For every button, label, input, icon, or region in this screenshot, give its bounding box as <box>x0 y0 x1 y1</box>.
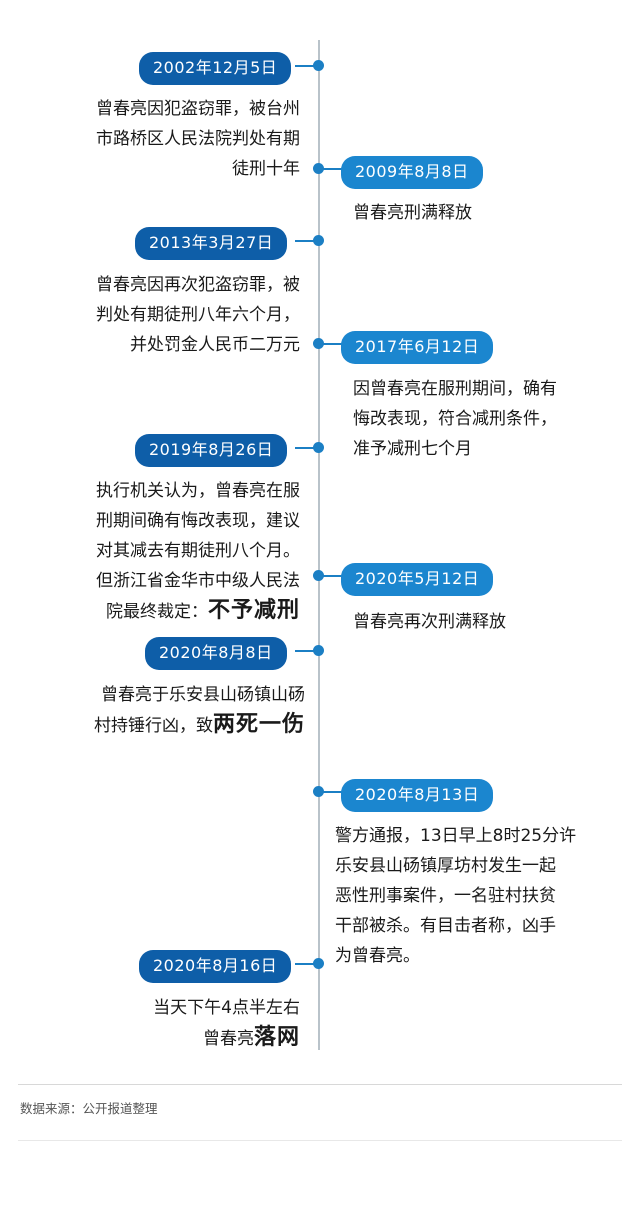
timeline-emph-e7: 两死一伤 <box>212 712 305 737</box>
timeline-date-e8: 2020年8月13日 <box>341 779 494 812</box>
footer-divider-bottom <box>18 1140 622 1141</box>
timeline-text-e1: 曾春亮因犯盗窃罪，被台州 市路桥区人民法院判处有期 徒刑十年 <box>96 99 300 179</box>
timeline-diagram: 2002年12月5日 曾春亮因犯盗窃罪，被台州 市路桥区人民法院判处有期 徒刑十… <box>30 40 577 1054</box>
timeline-tick-e5 <box>295 447 315 449</box>
timeline-date-e7: 2020年8月8日 <box>145 637 287 670</box>
timeline-dot-e8 <box>313 786 324 797</box>
timeline-dot-e9 <box>313 958 324 969</box>
timeline-text-e7: 曾春亮于乐安县山砀镇山砀 村持锤行凶，致两死一伤 <box>40 680 305 741</box>
timeline-text-e6: 曾春亮再次刑满释放 <box>353 612 506 632</box>
timeline-date-e9: 2020年8月16日 <box>139 950 292 983</box>
timeline-dot-e2 <box>313 163 324 174</box>
timeline-date-e2: 2009年8月8日 <box>341 156 483 189</box>
footer-divider-top <box>18 1084 622 1085</box>
timeline-text-e5-body: 执行机关认为，曾春亮在服 刑期间确有悔改表现，建议 对其减去有期徒刑八个月。 但… <box>96 481 300 622</box>
timeline-tick-e3 <box>295 240 315 242</box>
timeline-tick-e8 <box>323 791 343 793</box>
timeline-dot-e4 <box>313 338 324 349</box>
timeline-text-e2: 曾春亮刑满释放 <box>353 203 472 223</box>
timeline-tick-e1 <box>295 65 315 67</box>
timeline-emph-e9: 落网 <box>253 1025 300 1050</box>
timeline-text-e9-body: 当天下午4点半左右 曾春亮 <box>153 998 300 1049</box>
timeline-text-e3: 曾春亮因再次犯盗窃罪，被 判处有期徒刑八年六个月， 并处罚金人民币二万元 <box>96 275 300 355</box>
timeline-axis <box>318 40 320 1050</box>
timeline-tick-e6 <box>323 575 343 577</box>
timeline-date-e4: 2017年6月12日 <box>341 331 494 364</box>
timeline-text-e9: 当天下午4点半左右 曾春亮落网 <box>40 993 300 1054</box>
timeline-dot-e3 <box>313 235 324 246</box>
timeline-text-e4: 因曾春亮在服刑期间，确有 悔改表现，符合减刑条件， 准予减刑七个月 <box>353 379 557 459</box>
timeline-date-e5: 2019年8月26日 <box>135 434 288 467</box>
timeline-text-e8: 警方通报，13日早上8时25分许 乐安县山砀镇厚坊村发生一起 恶性刑事案件，一名… <box>335 826 577 966</box>
timeline-tick-e4 <box>323 343 343 345</box>
timeline-date-e6: 2020年5月12日 <box>341 563 494 596</box>
timeline-text-e5: 执行机关认为，曾春亮在服 刑期间确有悔改表现，建议 对其减去有期徒刑八个月。 但… <box>30 476 300 627</box>
timeline-tick-e9 <box>295 963 315 965</box>
timeline-dot-e5 <box>313 442 324 453</box>
timeline-tick-e7 <box>295 650 315 652</box>
timeline-date-e1: 2002年12月5日 <box>139 52 292 85</box>
timeline-tick-e2 <box>323 168 343 170</box>
timeline-dot-e7 <box>313 645 324 656</box>
timeline-dot-e1 <box>313 60 324 71</box>
timeline-emph-e5: 不予减刑 <box>207 598 300 623</box>
source-note: 数据来源：公开报道整理 <box>20 1101 158 1116</box>
footer: 数据来源：公开报道整理 <box>0 1070 640 1215</box>
timeline-text-e7-body: 曾春亮于乐安县山砀镇山砀 村持锤行凶，致 <box>93 685 305 736</box>
timeline-date-e3: 2013年3月27日 <box>135 227 288 260</box>
timeline-dot-e6 <box>313 570 324 581</box>
